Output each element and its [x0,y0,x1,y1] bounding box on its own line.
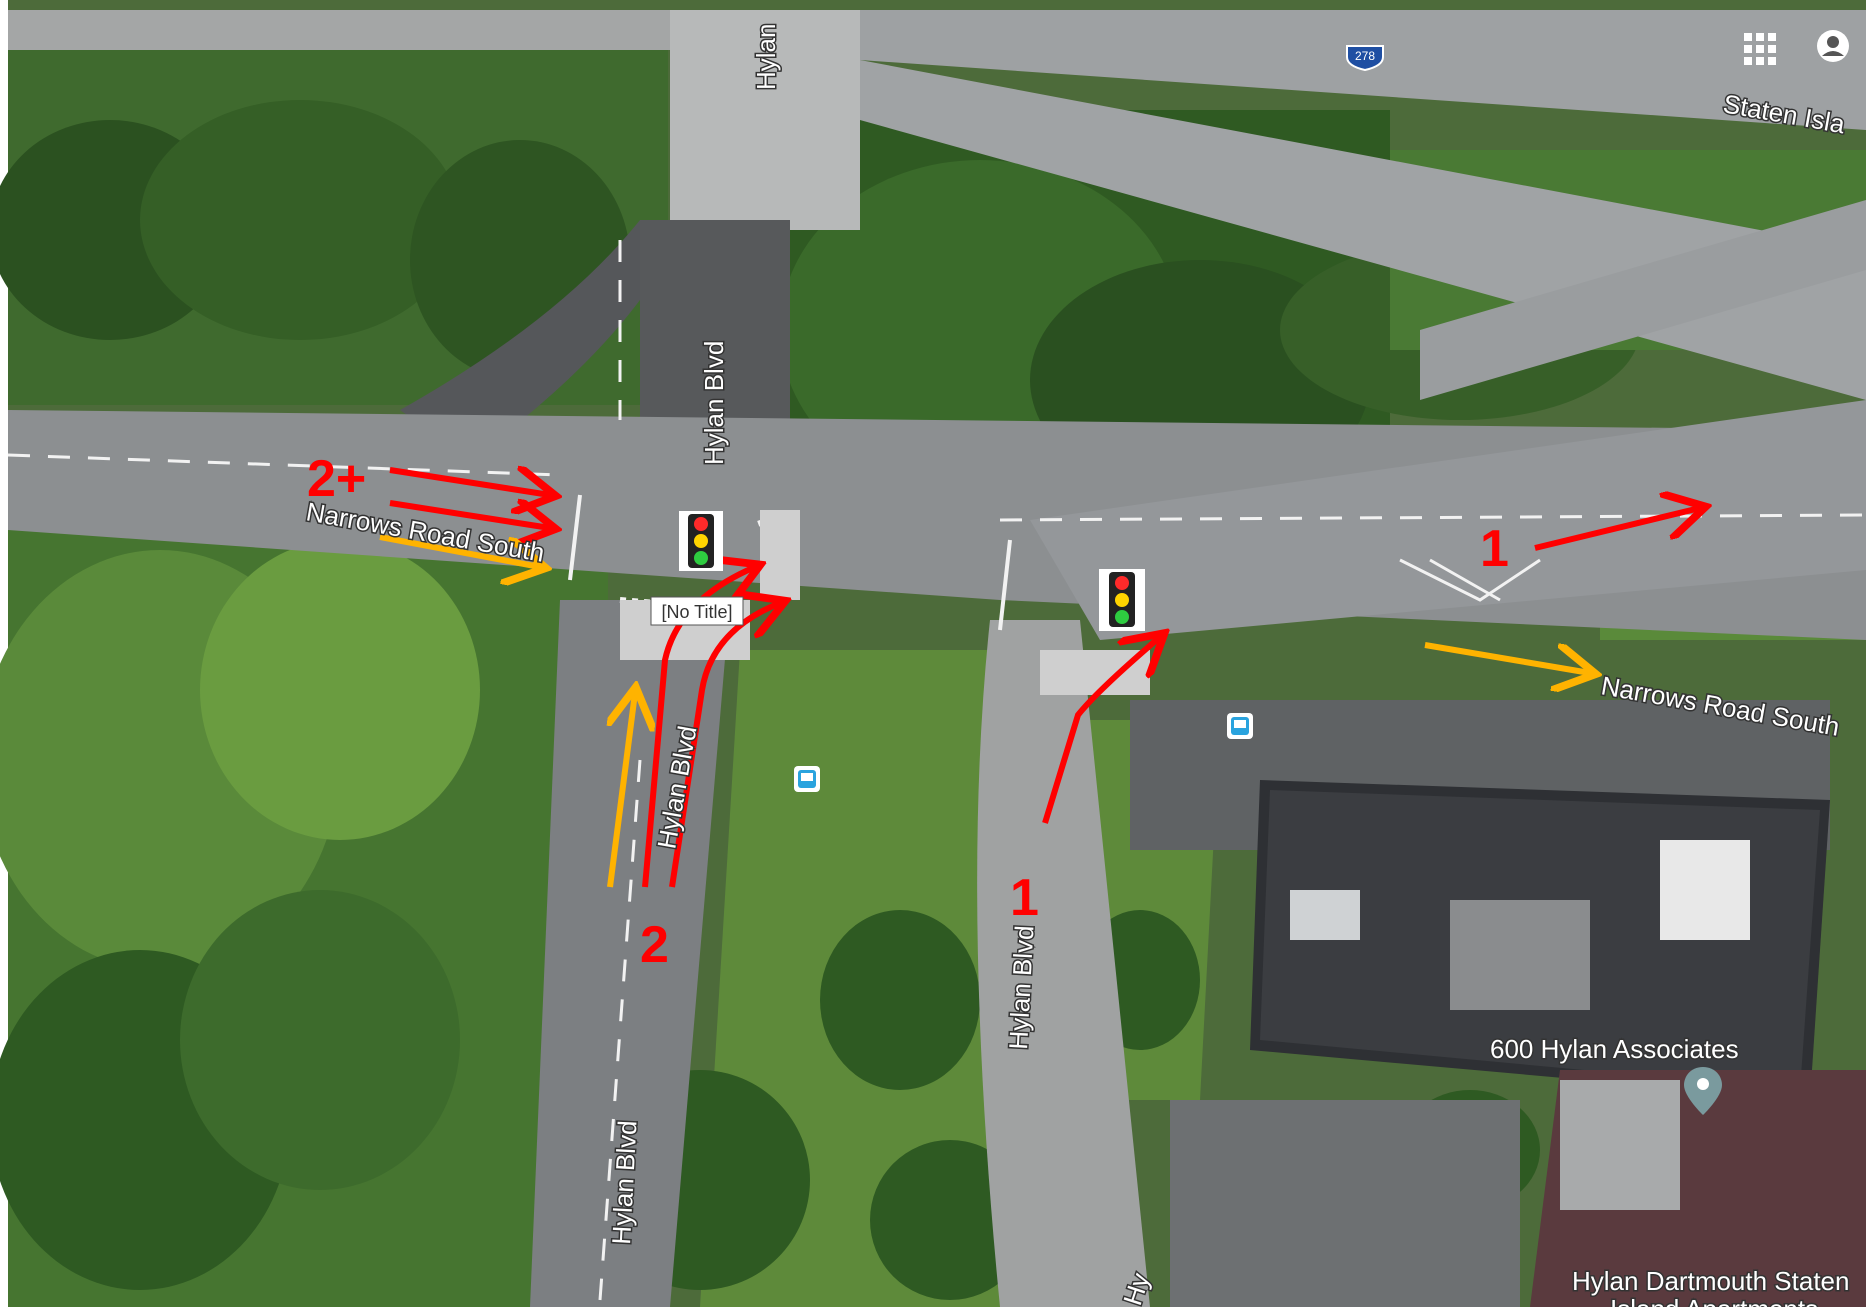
account-icon[interactable] [1817,30,1849,62]
street-label-hylan-upper: Hylan Blvd [699,341,729,465]
route-label-2plus: 2+ [307,450,366,508]
route-label-1-south: 1 [1010,869,1039,927]
traffic-light-icon [1099,569,1145,631]
place-pin-icon[interactable] [1684,1067,1722,1115]
route-label-2: 2 [640,916,669,974]
arrow-service-road [1042,637,1160,824]
no-title-popup[interactable]: [No Title] [650,596,744,626]
street-label-hylan-lower: Hylan Blvd [606,1120,642,1246]
left-frame-edge [0,0,8,1307]
shield-number: 278 [1355,49,1375,63]
popup-title: [No Title] [661,602,732,622]
place-label-dartmouth-2[interactable]: Island Apartments [1609,1293,1820,1307]
buildings [1250,780,1866,1307]
place-label-600-hylan[interactable]: 600 Hylan Associates [1489,1033,1741,1066]
traffic-light-icon [679,511,723,571]
bus-stop-icon[interactable] [794,766,820,792]
interstate-shield: 278 [1346,45,1384,72]
arrow-west-through [379,534,540,567]
arrow-south-through [610,693,635,888]
arrow-west-lane-1 [389,470,550,495]
arrow-west-lane-2 [389,503,550,528]
arrow-east-through [1424,642,1590,673]
bus-stop-icon[interactable] [1227,713,1253,739]
place-label-dartmouth-1[interactable]: Hylan Dartmouth Staten [1571,1265,1851,1298]
street-label-hylan-top: Hylan [751,24,781,90]
arrow-east-ramp [1534,508,1700,551]
route-label-1-east: 1 [1480,520,1509,578]
arrow-south-left-2 [669,603,780,888]
apps-grid-icon[interactable] [1744,33,1776,65]
